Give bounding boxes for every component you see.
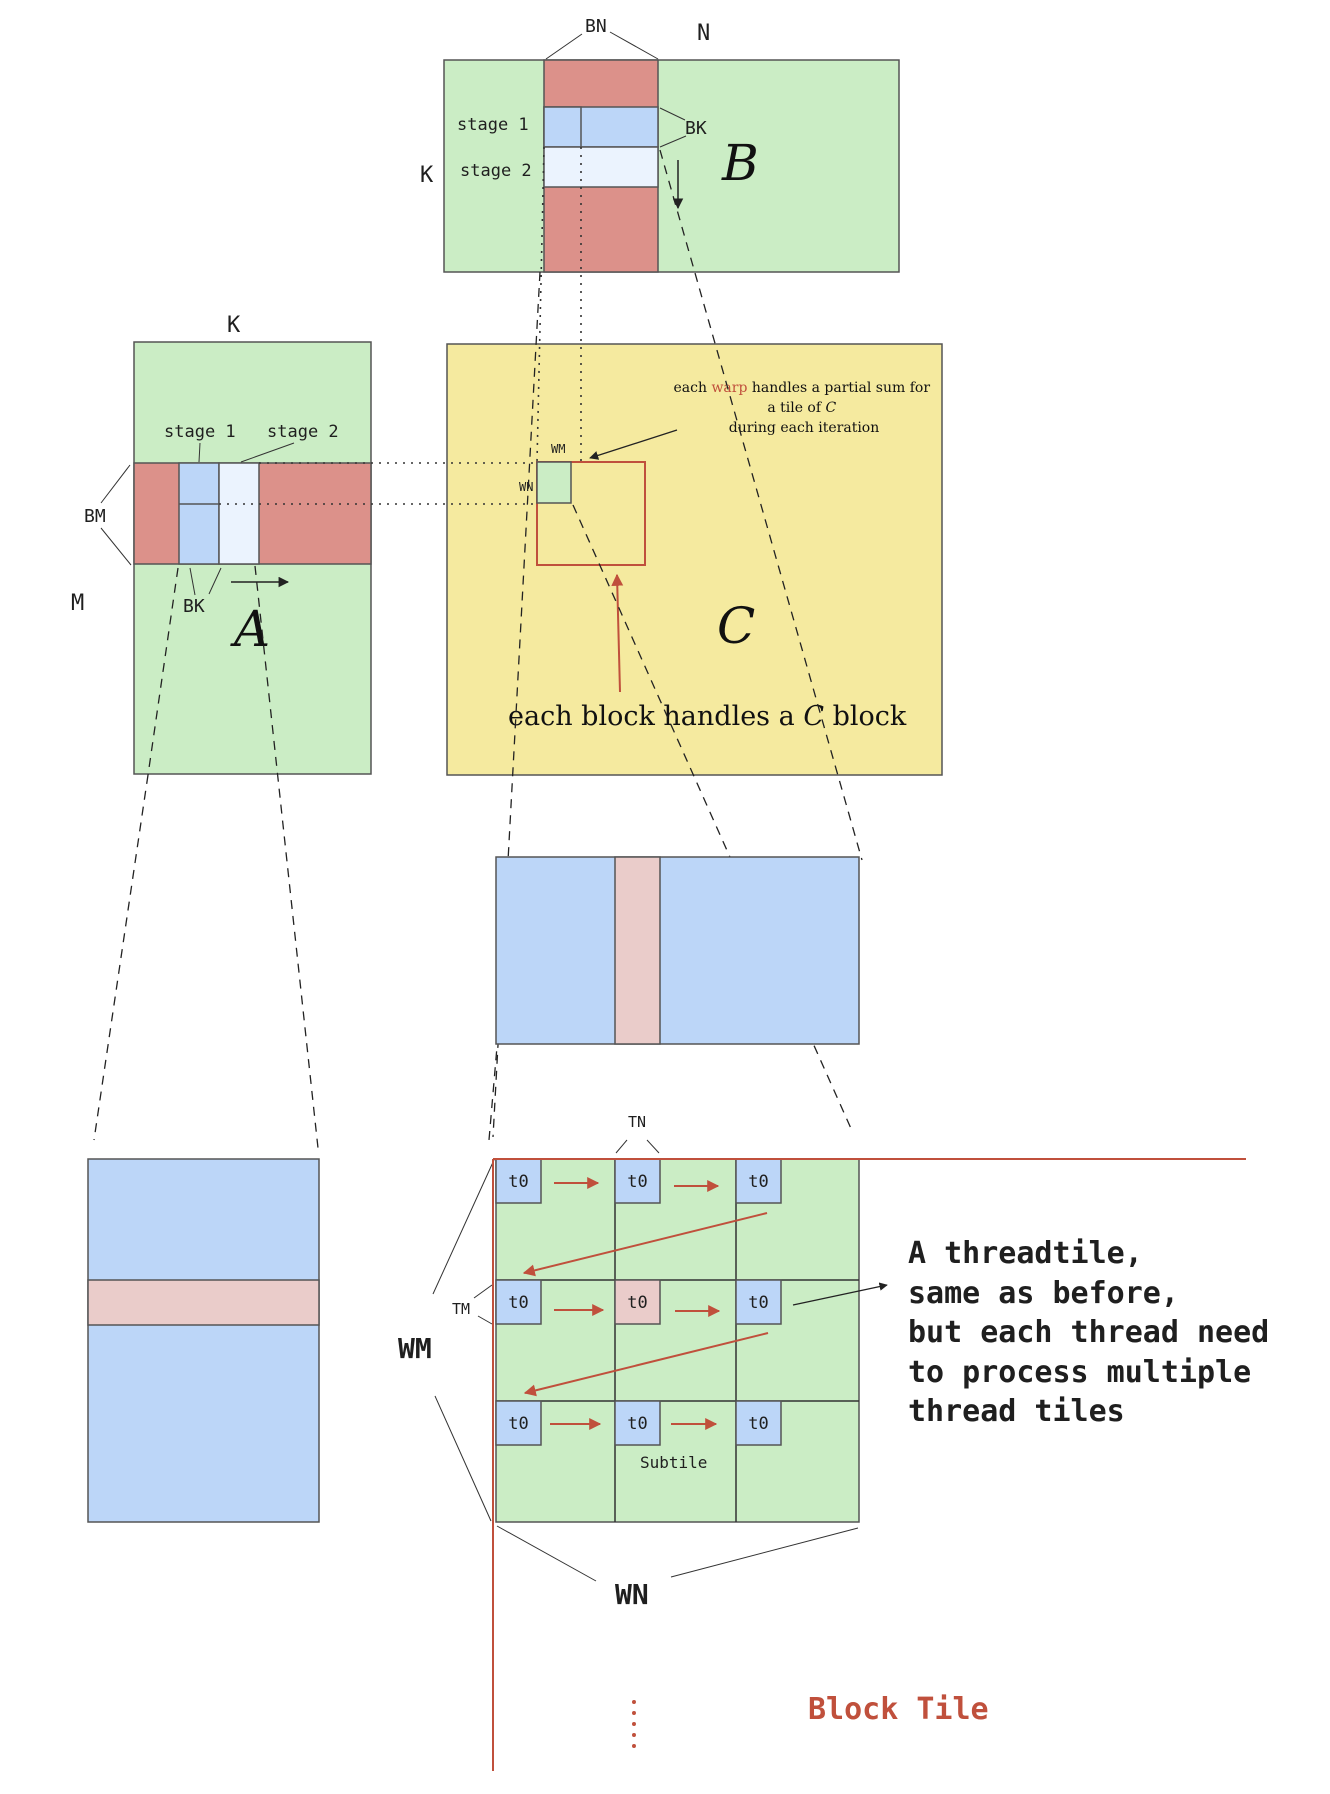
wn-label: WN — [615, 1578, 649, 1611]
thread-label: t0 — [748, 1172, 768, 1192]
warp-grid-body — [495, 1158, 860, 1523]
matrix-b-bk-label: BK — [685, 118, 707, 139]
thread-cell — [735, 1400, 782, 1446]
matrix-a-bm-label: BM — [84, 506, 106, 527]
a-shared-tile — [87, 1158, 320, 1523]
matrix-b-name: B — [721, 134, 759, 192]
warp-grid: t0 t0 t0 t0 t0 t0 t0 t0 t0 Subtile TN TM WM WN A… — [398, 1113, 1287, 1611]
thread-label: t0 — [627, 1293, 647, 1313]
matrix-b-body — [443, 59, 900, 273]
tm-brace — [473, 1284, 493, 1325]
threadtile-note-arrow — [792, 1282, 888, 1306]
b-shared-tile-body — [495, 856, 860, 1045]
traversal-arrows — [522, 1177, 769, 1430]
wm-label: WM — [398, 1332, 432, 1365]
dashed-a-left-upper — [147, 567, 179, 776]
matrix-a-m-label: M — [71, 591, 84, 616]
thread-cell — [614, 1158, 661, 1204]
dashed-a-left — [93, 774, 149, 1141]
thread-label: t0 — [508, 1172, 528, 1192]
block-tile-label: Block Tile — [808, 1692, 989, 1727]
projection-lines — [93, 146, 863, 1149]
matrix-b-stage1-subtile — [543, 106, 582, 148]
matrix-c: WM WN each warp handles a partial sum fo… — [446, 343, 943, 776]
matrix-a-bk-brace — [189, 567, 222, 596]
dashed-b-right — [659, 149, 863, 861]
warp-wm-label: WM — [551, 442, 565, 456]
matrix-a-stage-leaders — [198, 442, 295, 463]
matrix-c-name: C — [717, 597, 755, 655]
b-shared-tile-thread-col — [614, 856, 661, 1045]
matrix-b: stage 1 stage 2 K N BN BK B — [420, 16, 900, 273]
thread-cell — [735, 1158, 782, 1204]
matrix-a-bm-brace — [100, 464, 132, 566]
matrix-b-stage2-tile — [543, 146, 659, 188]
matrix-b-stage1-label: stage 1 — [457, 115, 529, 135]
matrix-a-stage2-tile — [218, 462, 260, 565]
thread-label: t0 — [627, 1172, 647, 1192]
thread-label: t0 — [508, 1414, 528, 1434]
wn-brace — [496, 1525, 859, 1582]
c-block-outline — [536, 461, 646, 566]
matrix-b-bn-label: BN — [585, 16, 607, 37]
matrix-a-stage2-label: stage 2 — [267, 422, 339, 442]
a-shared-tile-thread-row — [87, 1279, 320, 1326]
subtile-label: Subtile — [640, 1453, 707, 1472]
matrix-b-stage2-label: stage 2 — [460, 161, 532, 181]
matrix-a-stage1-label: stage 1 — [164, 422, 236, 442]
warp-note: each warp handles a partial sum for a ti… — [674, 380, 935, 436]
dashed-warp-right — [572, 504, 854, 1134]
thread-cells: t0 t0 t0 t0 t0 t0 t0 t0 t0 — [495, 1158, 782, 1446]
matrix-a-stage1-tile — [178, 462, 220, 565]
traversal-arrow — [522, 1212, 768, 1277]
warp-tile — [536, 461, 572, 504]
a-shared-tile-body — [87, 1158, 320, 1523]
block-tile-frame: Block Tile — [492, 1158, 1246, 1771]
threadtile-note: A threadtile, same as before, but each t… — [908, 1236, 1287, 1429]
tn-label: TN — [628, 1113, 646, 1131]
dashed-a-right — [254, 565, 319, 1149]
thread-cell — [495, 1400, 542, 1446]
thread-cell-highlighted — [614, 1279, 661, 1325]
block-note-arrow — [611, 573, 624, 693]
matrix-b-bk-brace — [659, 107, 687, 148]
thread-label: t0 — [748, 1414, 768, 1434]
thread-label: t0 — [627, 1414, 647, 1434]
warp-note-arrow — [589, 429, 678, 460]
thread-cell — [735, 1279, 782, 1325]
thread-cell — [614, 1400, 661, 1446]
tm-label: TM — [452, 1300, 470, 1318]
thread-cell — [495, 1279, 542, 1325]
matrix-a: K stage 1 stage 2 BM M BK A — [71, 313, 372, 775]
b-shared-tile — [495, 856, 860, 1045]
wm-brace — [432, 1159, 495, 1522]
traversal-arrow — [523, 1332, 769, 1397]
matrix-b-k-label: K — [420, 163, 434, 188]
matrix-c-body — [446, 343, 943, 776]
tn-brace — [615, 1139, 660, 1154]
thread-label: t0 — [748, 1293, 768, 1313]
warp-wn-label: WN — [519, 480, 533, 494]
thread-label: t0 — [508, 1293, 528, 1313]
matrix-b-n-label: N — [697, 21, 710, 46]
matrix-b-bn-brace — [545, 31, 659, 60]
matrix-a-bk-label: BK — [183, 596, 205, 617]
matrix-a-k-label: K — [227, 313, 241, 338]
block-note: each block handles a C block — [508, 701, 907, 732]
